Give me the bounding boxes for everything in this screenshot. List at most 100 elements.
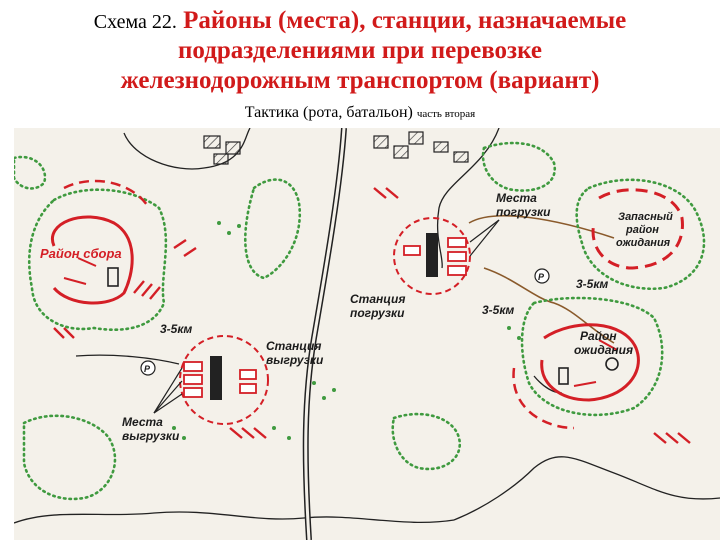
railway-inner xyxy=(304,128,346,540)
title-line-2: подразделениями при перевозке xyxy=(178,37,542,64)
assembly-unit-mark xyxy=(77,257,97,267)
village-block xyxy=(225,141,241,155)
bush xyxy=(517,336,521,340)
unloading-station-circle xyxy=(179,335,269,425)
label-loading-places-1: Места xyxy=(496,191,537,205)
label-waiting-area-1: Район xyxy=(580,329,617,343)
label-unloading-places-1: Места xyxy=(122,415,163,429)
reserve-area-boundary xyxy=(591,188,684,270)
forests xyxy=(14,141,706,501)
marker-r-left xyxy=(140,360,156,376)
label-marker-r-left: Р xyxy=(144,364,151,374)
bush xyxy=(272,426,276,430)
map-svg: Район сбора Станция выгрузки 3-5км Места… xyxy=(14,128,720,540)
forest-northwest-edge xyxy=(14,155,47,190)
label-dist-center: 3-5км xyxy=(482,303,514,317)
label-loading-station-2: погрузки xyxy=(350,306,405,320)
label-loading-station-1: Станция xyxy=(350,292,405,306)
label-unloading-station-2: выгрузки xyxy=(266,353,324,367)
loading-vehicle xyxy=(447,237,467,248)
barrier-marks xyxy=(653,432,691,444)
forest-waiting xyxy=(520,296,664,417)
bush xyxy=(287,436,291,440)
label-dist-right: 3-5км xyxy=(576,277,608,291)
unloading-station: Станция выгрузки 3-5км Места выгрузки Р xyxy=(122,322,324,443)
label-dist-left: 3-5км xyxy=(160,322,192,336)
bush xyxy=(332,388,336,392)
tracks xyxy=(14,128,720,524)
barrier-marks xyxy=(173,239,197,257)
village-block xyxy=(393,145,409,159)
road-east xyxy=(483,267,615,344)
loading-vehicle xyxy=(447,265,467,276)
scheme-number: Схема 22. xyxy=(93,11,177,33)
unloading-vehicle xyxy=(239,383,257,394)
label-unloading-station-1: Станция xyxy=(266,339,321,353)
villages xyxy=(203,131,469,165)
subtitle: Тактика (рота, батальон) часть вторая xyxy=(0,104,720,122)
loading-vehicle xyxy=(403,245,421,256)
unloading-vehicle xyxy=(183,361,203,372)
village-block xyxy=(408,131,424,145)
assembly-commander-post xyxy=(107,267,119,287)
pointer-line xyxy=(469,219,500,243)
village-block xyxy=(203,135,221,149)
unloading-vehicle xyxy=(183,374,203,385)
unloading-vehicle xyxy=(239,369,257,380)
bush xyxy=(172,426,176,430)
title-line-3: железнодорожным транспортом (вариант) xyxy=(120,67,600,94)
tactical-map: Район сбора Станция выгрузки 3-5км Места… xyxy=(14,128,720,540)
village-block xyxy=(213,153,229,165)
forest-assembly xyxy=(27,188,168,332)
label-marker-r-center: Р xyxy=(538,272,545,282)
bush xyxy=(312,381,316,385)
barrier-marks xyxy=(53,327,75,339)
track-south xyxy=(14,511,455,524)
barrier-marks xyxy=(133,280,161,300)
forest-north-right xyxy=(481,141,557,192)
track-southeast xyxy=(453,456,720,521)
waiting-dashed-arc xyxy=(512,367,575,430)
pointer-line xyxy=(153,367,183,414)
red-marks xyxy=(53,187,691,444)
forest-southwest xyxy=(22,414,117,501)
label-assembly-area: Район сбора xyxy=(40,246,122,261)
subtitle-part: часть вторая xyxy=(416,108,476,120)
waiting-area: Район ожидания xyxy=(512,323,640,430)
bush xyxy=(507,326,511,330)
label-reserve-area-3: ожидания xyxy=(616,237,671,249)
bush xyxy=(217,221,221,225)
bush xyxy=(237,224,241,228)
pointer-line xyxy=(153,393,183,414)
title-text-1: Районы (места), станции, назначаемые xyxy=(183,7,627,34)
loading-station: Станция погрузки Места погрузки 3-5км Р xyxy=(350,191,551,320)
track-north xyxy=(123,128,251,170)
bushes xyxy=(172,221,521,440)
barrier-marks xyxy=(373,187,399,199)
reserve-waiting-area: Запасный район ожидания 3-5км xyxy=(576,188,684,291)
village-block xyxy=(373,135,389,149)
pointer-line xyxy=(469,219,500,257)
assembly-unit-mark xyxy=(63,277,87,285)
unloading-vehicle xyxy=(183,387,203,398)
forest-south-center xyxy=(391,412,462,471)
marker-r-center xyxy=(534,268,550,284)
bush xyxy=(322,396,326,400)
waiting-unit-mark xyxy=(573,381,597,387)
forest-reserve xyxy=(575,178,706,291)
assembly-dashed-arc xyxy=(63,179,151,209)
village-block xyxy=(453,151,469,163)
pointer-line xyxy=(153,380,183,414)
track-assembly-to-unloading xyxy=(75,354,180,365)
label-reserve-area-1: Запасный xyxy=(618,211,673,223)
label-unloading-places-2: выгрузки xyxy=(122,429,180,443)
loading-train xyxy=(426,233,438,277)
assembly-area-boundary xyxy=(50,215,134,305)
loading-vehicle xyxy=(447,251,467,262)
railway xyxy=(302,128,347,540)
unloading-train xyxy=(210,356,222,400)
label-reserve-area-2: район xyxy=(625,224,659,236)
label-waiting-area-2: ожидания xyxy=(574,343,633,357)
subtitle-main: Тактика (рота, батальон) xyxy=(244,104,413,121)
village-block xyxy=(433,141,449,153)
